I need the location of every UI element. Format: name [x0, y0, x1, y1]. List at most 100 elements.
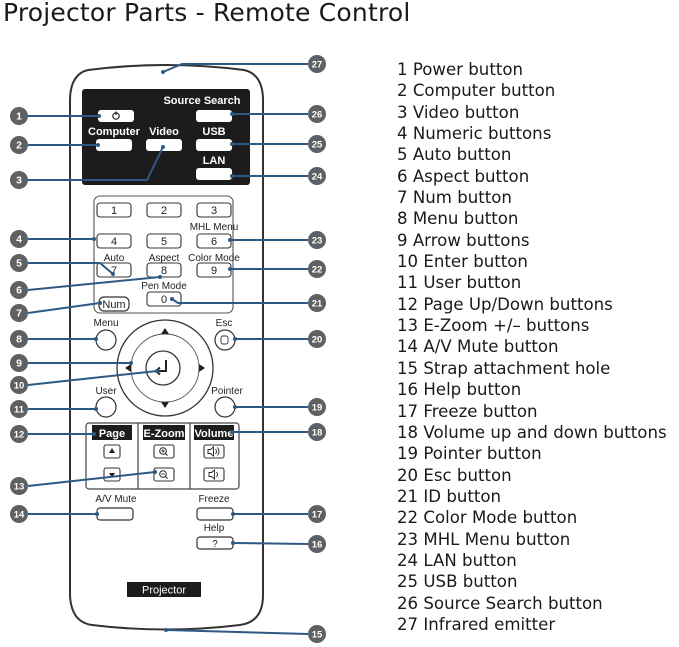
legend-item: 5 Auto button [397, 145, 512, 165]
numeric-key-2 [146, 202, 182, 218]
numeric-key-label: 5 [161, 236, 167, 248]
callout-badge-27 [308, 55, 326, 73]
callout-badge-25 [308, 135, 326, 153]
callout-badge-23 [308, 231, 326, 249]
callout-line-end [233, 337, 237, 341]
callout-line-6 [27, 276, 161, 291]
callout-number: 14 [14, 510, 25, 521]
callout-number: 7 [16, 308, 22, 320]
legend-item: 25 USB button [397, 572, 518, 592]
numeric-key-label: 2 [161, 205, 167, 217]
ezoom-plus-button [153, 444, 175, 459]
callout-number: 3 [16, 175, 22, 187]
freeze-label: Freeze [198, 494, 230, 505]
callout-badge-10 [10, 376, 28, 394]
callout-badge-12 [10, 425, 28, 443]
callout-badge-6 [10, 281, 28, 299]
legend-item: 13 E-Zoom +/– buttons [397, 316, 590, 336]
page-label: Page [99, 428, 125, 440]
callout-line-end [231, 512, 235, 516]
callout-line-end [161, 70, 165, 74]
callout-line-end [158, 275, 162, 279]
computer-button [96, 139, 132, 151]
numeric-key-label: 1 [111, 205, 117, 217]
callout-number: 6 [16, 285, 22, 297]
legend-item: 2 Computer button [397, 81, 556, 101]
callout-number: 17 [312, 510, 323, 521]
numeric-key-label: 6 [211, 236, 217, 248]
numeric-key-1 [96, 202, 132, 218]
volume-label: Volume [195, 428, 234, 440]
legend-item: 14 A/V Mute button [397, 337, 559, 357]
callout-badge-26 [308, 105, 326, 123]
callout-badge-8 [10, 330, 28, 348]
source-search-label: Source Search [163, 95, 240, 107]
callout-number: 13 [14, 482, 25, 493]
volume-up-button [203, 444, 225, 459]
callout-line-end [94, 407, 98, 411]
num-label: Num [102, 299, 125, 311]
callout-line-end [170, 297, 174, 301]
numeric-block-outline [93, 195, 234, 314]
lan-label: LAN [203, 155, 226, 167]
legend-item: 8 Menu button [397, 209, 519, 229]
callout-line-end [155, 369, 159, 373]
callout-badge-13 [10, 477, 28, 495]
callout-badge-9 [10, 354, 28, 372]
callout-line-end [164, 628, 168, 632]
callout-line-21 [171, 298, 308, 304]
numeric-key-label: 7 [111, 265, 117, 277]
callout-line-end [92, 432, 96, 436]
callout-badge-21 [308, 294, 326, 312]
legend-item: 15 Strap attachment hole [397, 358, 611, 378]
callout-badge-18 [308, 423, 326, 441]
ezoom-minus-button [153, 467, 175, 482]
callout-line-5 [28, 262, 114, 275]
callout-line-16 [232, 542, 309, 545]
callout-line-end [92, 237, 96, 241]
callout-number: 18 [312, 428, 323, 439]
callout-line-end [111, 272, 115, 276]
legend-item: 23 MHL Menu button [397, 529, 571, 549]
enter-button [145, 350, 181, 386]
callout-number: 19 [312, 403, 323, 414]
callout-number: 24 [312, 172, 323, 183]
callout-badge-20 [308, 330, 326, 348]
callout-line-end [94, 337, 98, 341]
legend-item: 12 Page Up/Down buttons [397, 294, 613, 314]
callout-line-13 [27, 471, 156, 487]
callout-line-end [230, 112, 234, 116]
callout-badge-22 [308, 260, 326, 278]
esc-button [214, 329, 236, 351]
pointer-button [214, 396, 236, 418]
numeric-key-8 [146, 262, 182, 278]
computer-label: Computer [88, 126, 141, 138]
numeric-key-5 [146, 233, 182, 249]
callout-badges: 1234567891011121314151617181920212223242… [10, 55, 326, 643]
numeric-key-label: 4 [111, 236, 117, 248]
arrow-right-icon [199, 364, 205, 372]
callout-number: 9 [16, 358, 22, 370]
lan-button [196, 168, 232, 180]
callout-number: 20 [312, 335, 323, 346]
numeric-key-0 [146, 291, 182, 307]
callout-line-7 [27, 302, 101, 314]
freeze-button [196, 507, 234, 521]
callout-line-end [161, 145, 165, 149]
callout-number: 11 [14, 405, 25, 416]
legend-item: 4 Numeric buttons [397, 124, 552, 144]
help-symbol: ? [212, 539, 218, 550]
legend-item: 9 Arrow buttons [397, 230, 530, 250]
video-label: Video [149, 126, 179, 138]
esc-label: Esc [216, 318, 233, 329]
callout-badge-4 [10, 230, 28, 248]
legend-item: 17 Freeze button [397, 401, 538, 421]
volume-down-button [203, 467, 225, 482]
legend-item: 6 Aspect button [397, 166, 530, 186]
callout-line-27 [162, 63, 308, 73]
arrow-down-icon [161, 402, 169, 408]
callout-badge-1 [10, 107, 28, 125]
callout-line-end [230, 430, 234, 434]
numeric-key-4 [96, 233, 132, 249]
